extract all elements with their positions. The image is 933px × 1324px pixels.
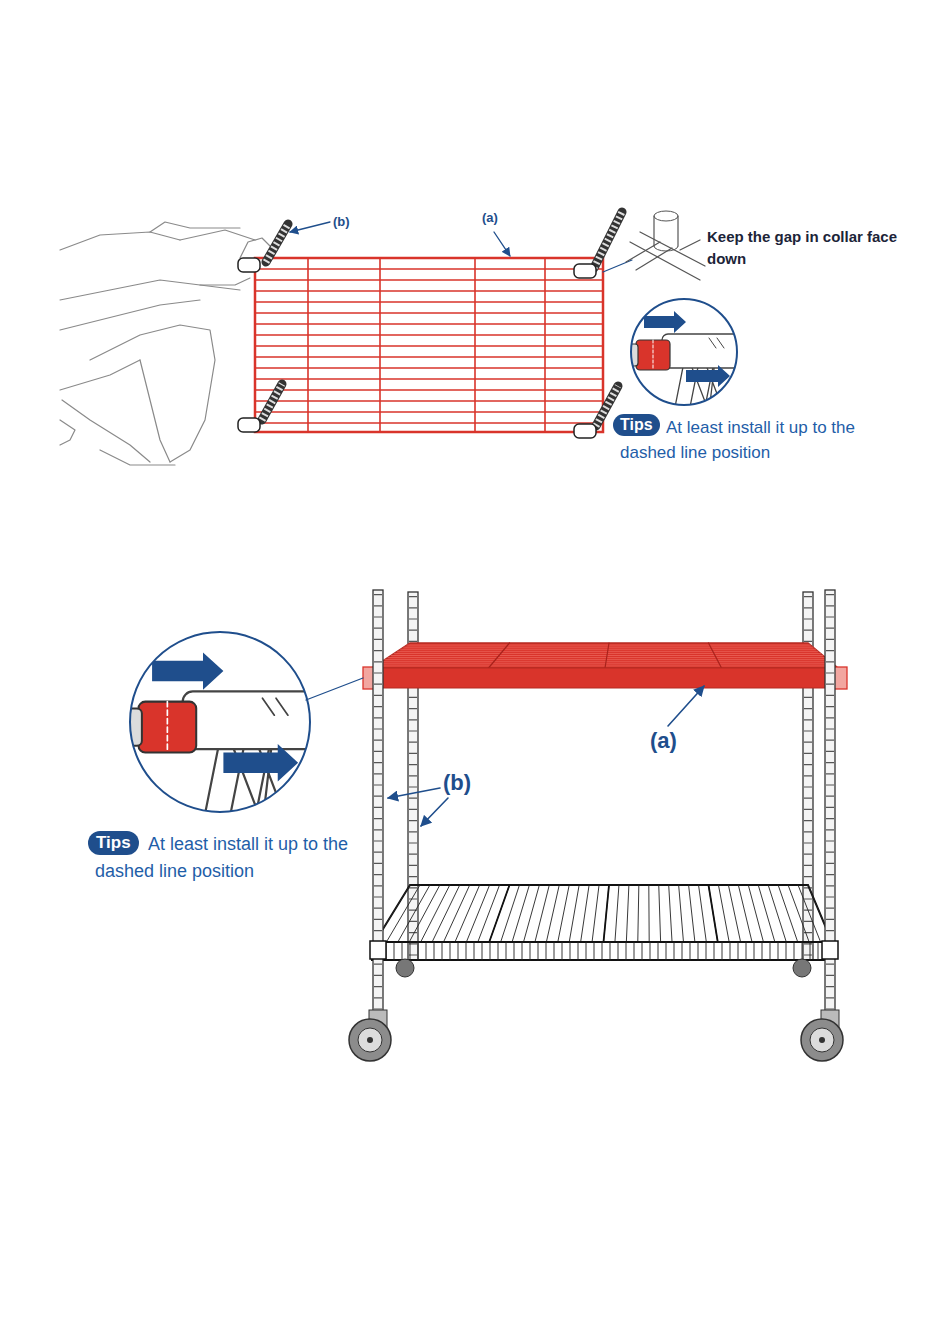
note-text: Keep the gap in collar face down <box>707 226 903 270</box>
wire-shelf <box>255 258 603 432</box>
zoom-inset <box>118 632 318 824</box>
shelving-cart <box>349 590 847 1061</box>
badge-text: Tips <box>96 833 131 853</box>
plastic-collars <box>238 258 596 438</box>
leader-line <box>290 222 330 232</box>
tips-badge: Tips <box>88 831 139 855</box>
zoom-inset <box>624 299 742 412</box>
badge-text: Tips <box>620 416 653 434</box>
tip-text: At least install it up to the dashed lin… <box>95 831 387 885</box>
leader-line <box>668 686 704 726</box>
leader-line <box>421 798 448 826</box>
part-letter: (a) <box>482 210 498 226</box>
part-letter: (b) <box>443 770 471 796</box>
leader-line <box>388 788 440 798</box>
part-letter: (b) <box>333 214 350 230</box>
tips-badge: Tips <box>613 414 660 436</box>
leader-line <box>494 232 510 256</box>
leader-line <box>306 678 363 700</box>
leader-line <box>605 272 640 318</box>
collar-detail-sketch <box>603 211 705 280</box>
tip-text: At least install it up to the dashed lin… <box>620 415 892 465</box>
threaded-posts <box>262 212 622 426</box>
part-letter: (a) <box>650 728 677 754</box>
person-sketch <box>60 222 270 465</box>
